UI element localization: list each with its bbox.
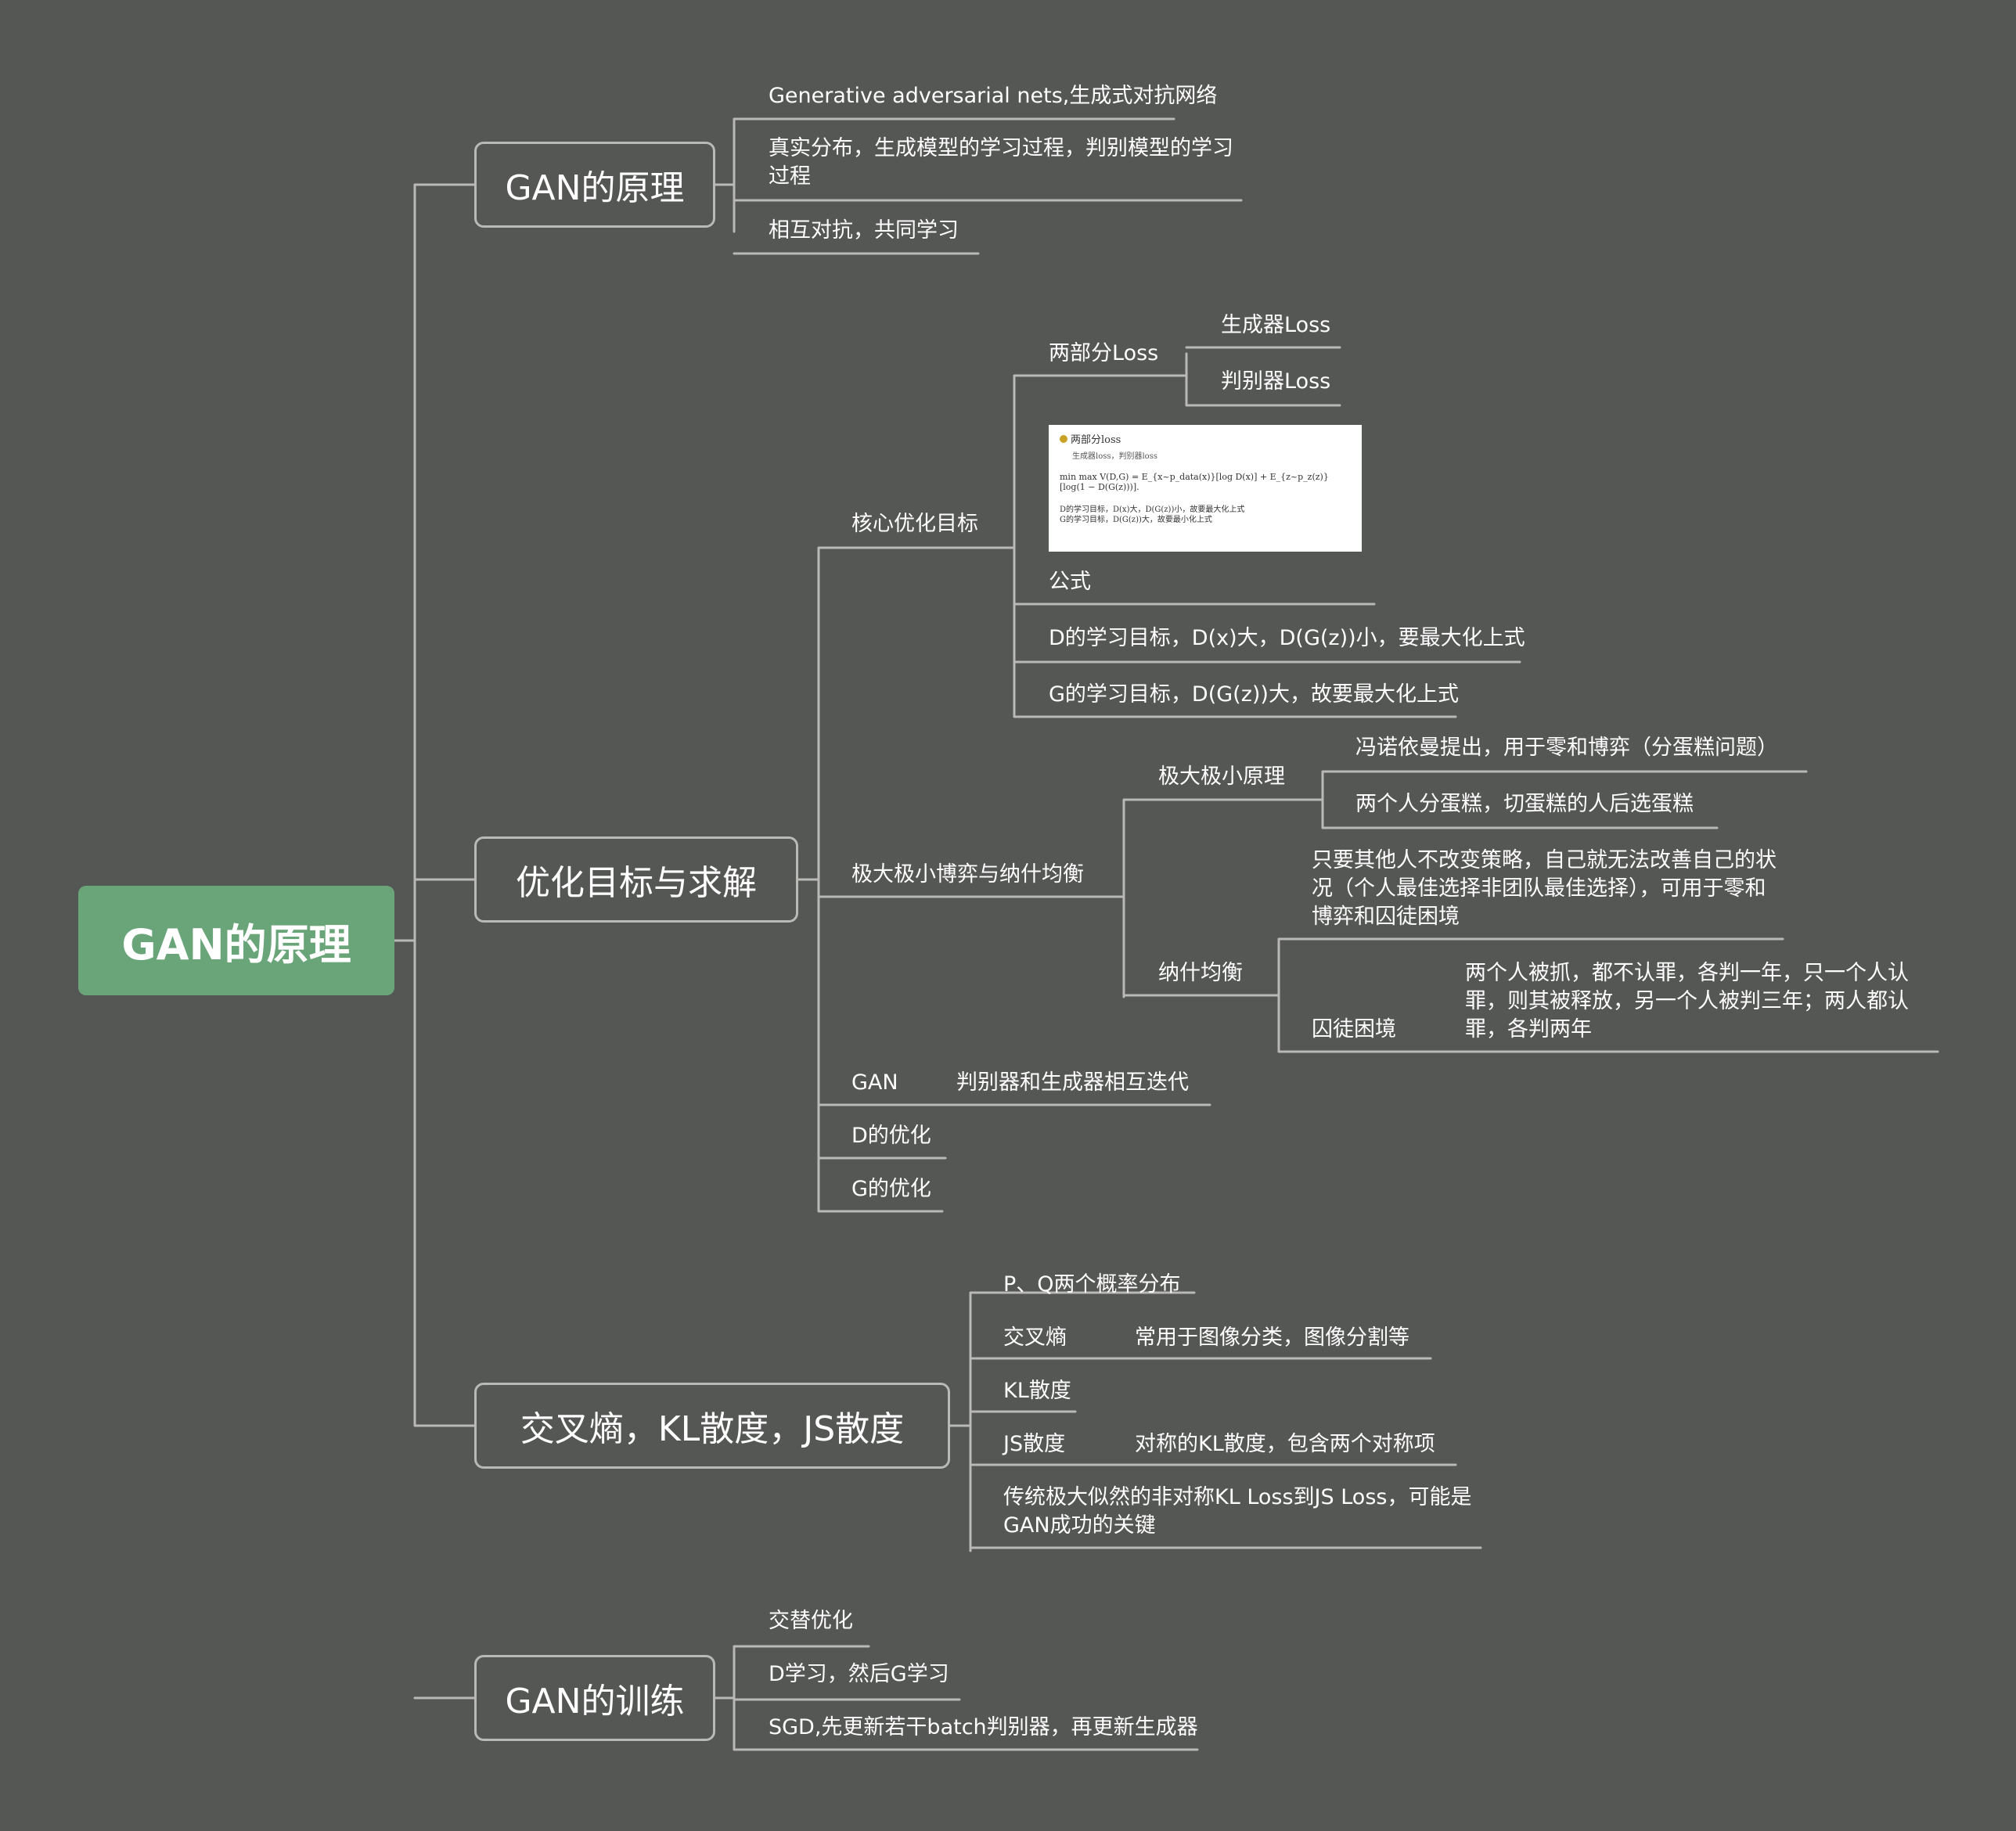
topic-two-part-loss[interactable]: 两部分Loss: [1049, 341, 1159, 365]
topic-alternating[interactable]: 交替优化: [769, 1609, 853, 1633]
topic-traditional-ml[interactable]: 传统极大似然的非对称KL Loss到JS Loss，可能是GAN成功的关键: [1003, 1485, 1472, 1538]
topic-prisoner-desc[interactable]: 两个人被抓，都不认罪，各判一年，只一个人认罪，则其被释放，另一个人被判三年；两人…: [1465, 961, 1909, 1041]
topic-cross-entropy[interactable]: 交叉熵: [1003, 1326, 1067, 1350]
topic-nash-equilibrium[interactable]: 纳什均衡: [1158, 961, 1243, 985]
image-line-sub: 生成器loss，判别器loss: [1072, 452, 1157, 461]
topic-g-optimization[interactable]: G的优化: [851, 1177, 931, 1201]
topic-gan-iterate[interactable]: 判别器和生成器相互迭代: [956, 1070, 1189, 1095]
topic-g-goal[interactable]: G的学习目标，D(G(z))大，故要最大化上式: [1049, 682, 1459, 707]
topic-prisoner-dilemma[interactable]: 囚徒困境: [1312, 1017, 1396, 1041]
image-formula: min max V(D,G) = E_{x~p_data(x)}[log D(x…: [1060, 472, 1329, 492]
root-node[interactable]: GAN的原理: [78, 886, 394, 995]
topic-d-optimization[interactable]: D的优化: [851, 1124, 931, 1148]
image-line-g: G的学习目标，D(G(z))大，故要最小化上式: [1060, 516, 1212, 524]
branch-gan-principle[interactable]: GAN的原理: [474, 142, 715, 228]
branch-entropy[interactable]: 交叉熵，KL散度，JS散度: [474, 1383, 950, 1469]
topic-mutual-adversarial[interactable]: 相互对抗，共同学习: [769, 218, 959, 243]
topic-generator-loss[interactable]: 生成器Loss: [1221, 313, 1331, 337]
topic-gan-definition[interactable]: Generative adversarial nets,生成式对抗网络: [769, 84, 1218, 108]
topic-gan[interactable]: GAN: [851, 1070, 898, 1095]
topic-pq-distribution[interactable]: P、Q两个概率分布: [1003, 1272, 1181, 1297]
topic-von-neumann[interactable]: 冯诺依曼提出，用于零和博弈（分蛋糕问题）: [1355, 736, 1778, 760]
topic-minimax-nash[interactable]: 极大极小博弈与纳什均衡: [851, 862, 1084, 887]
topic-nash-desc[interactable]: 只要其他人不改变策略，自己就无法改善自己的状况（个人最佳选择非团队最佳选择），可…: [1312, 848, 1777, 929]
topic-ce-usage[interactable]: 常用于图像分类，图像分割等: [1135, 1326, 1409, 1350]
topic-d-goal[interactable]: D的学习目标，D(x)大，D(G(z))小，要最大化上式: [1049, 626, 1525, 650]
topic-core-objective[interactable]: 核心优化目标: [851, 512, 978, 536]
image-line-loss: 两部分loss: [1071, 434, 1121, 446]
topic-minimax-principle[interactable]: 极大极小原理: [1158, 764, 1285, 789]
formula-image: 两部分loss 生成器loss，判别器loss min max V(D,G) =…: [1049, 425, 1362, 552]
branch-optimization[interactable]: 优化目标与求解: [474, 836, 798, 923]
topic-js-divergence[interactable]: JS散度: [1003, 1432, 1066, 1456]
topic-discriminator-loss[interactable]: 判别器Loss: [1221, 369, 1331, 394]
topic-kl-divergence[interactable]: KL散度: [1003, 1379, 1071, 1403]
image-line-d: D的学习目标，D(x)大，D(G(z))小，故要最大化上式: [1060, 505, 1245, 514]
topic-js-desc[interactable]: 对称的KL散度，包含两个对称项: [1135, 1432, 1435, 1456]
topic-cake-split[interactable]: 两个人分蛋糕，切蛋糕的人后选蛋糕: [1355, 792, 1694, 816]
topic-learning-process[interactable]: 真实分布，生成模型的学习过程，判别模型的学习过程: [769, 136, 1233, 189]
bulb-icon: [1060, 435, 1067, 443]
topic-sgd[interactable]: SGD,先更新若干batch判别器，再更新生成器: [769, 1715, 1198, 1739]
topic-d-then-g[interactable]: D学习，然后G学习: [769, 1662, 949, 1686]
topic-formula[interactable]: 公式: [1049, 570, 1091, 594]
branch-gan-training[interactable]: GAN的训练: [474, 1655, 715, 1741]
